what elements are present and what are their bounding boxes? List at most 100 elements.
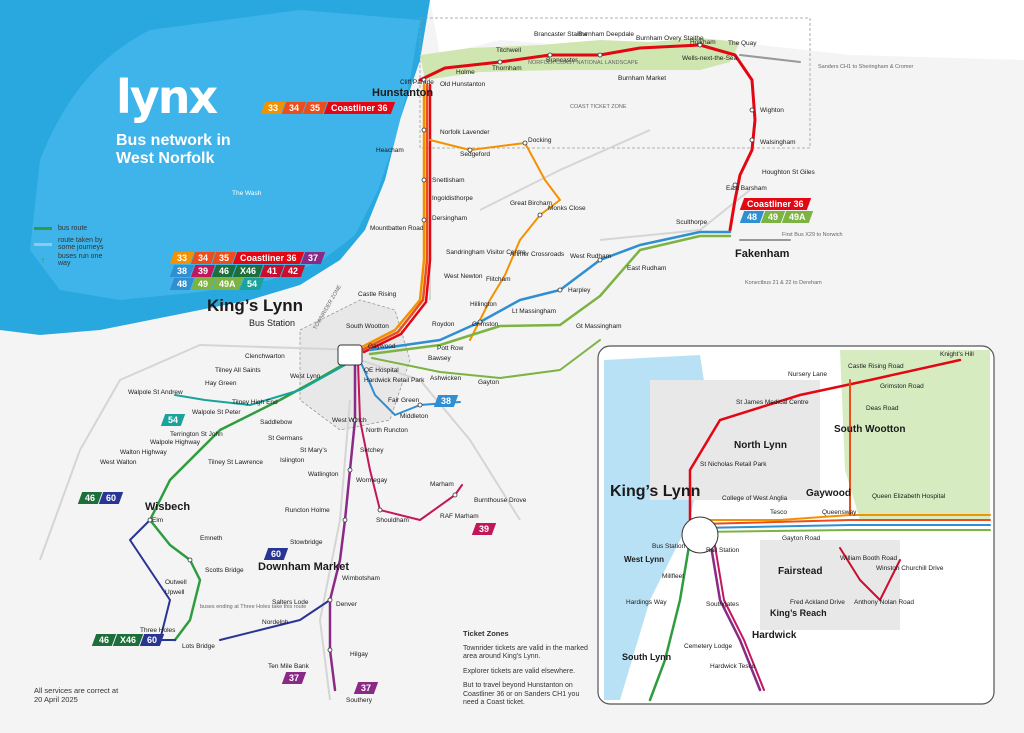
place-flitcham: Flitcham (486, 276, 511, 283)
route-38 (361, 364, 461, 416)
place-wimbotsham: Wimbotsham (342, 575, 380, 582)
inset-north-lynn: North Lynn (734, 440, 787, 451)
place-south-wootton: South Wootton (346, 323, 389, 330)
place-wisbech: Wisbech (145, 501, 190, 513)
place-three-holes: Three Holes (140, 627, 176, 634)
legend-label: bus route (58, 224, 88, 232)
place-brancaster-staithe: Brancaster Staithe (534, 31, 588, 38)
place-ten-mile-bank: Ten Mile Bank (268, 663, 310, 670)
inset-fred-ackland: Fred Ackland Drive (790, 599, 845, 606)
inset-gayton-road: Gayton Road (782, 535, 821, 542)
route-badge-60: 60 (98, 492, 124, 504)
inset-title: King’s Lynn (610, 483, 700, 500)
arrow-up-icon: ↑ (40, 255, 46, 265)
place-hunstanton: Hunstanton (372, 87, 433, 99)
inset-west-lynn: West Lynn (624, 555, 664, 564)
place-mountbatten: Mountbatten Road (370, 225, 424, 232)
badge-marham: 39 (471, 523, 497, 535)
inset-hardwick-tesco: Hardwick Tesco (710, 663, 756, 670)
inset-knights-hill: Knight’s Hill (940, 351, 974, 358)
place-denver: Denver (336, 601, 358, 608)
ticket-heading: Ticket Zones (463, 629, 509, 638)
place-sedgeford: Sedgeford (460, 151, 490, 158)
place-emneth: Emneth (200, 535, 223, 542)
place-anmer: Anmer Crossroads (510, 251, 565, 258)
place-norfolk-lavender: Norfolk Lavender (440, 129, 490, 136)
place-wighton: Wighton (760, 107, 784, 114)
route-badge-38: 38 (433, 395, 459, 407)
place-west-rudham: West Rudham (570, 253, 611, 260)
ticket-zones: Ticket Zones Townrider tickets are valid… (463, 629, 593, 714)
place-walpole-highway: Walpole Highway (150, 439, 201, 446)
place-scotts-bridge: Scotts Bridge (205, 567, 244, 574)
route-badge-x46: X46 (112, 634, 144, 646)
route-badge-coastliner-36: Coastliner 36 (232, 252, 304, 264)
badge-middleton: 38 (433, 395, 459, 407)
place-old-hunstanton: Old Hunstanton (440, 81, 486, 88)
inset-queensway: Queensway (822, 509, 857, 516)
inset-rail-station: Rail Station (706, 547, 740, 554)
note-sanders: Sanders CH1 to Sheringham & Cromer (818, 64, 914, 70)
route-badge-49a: 49A (781, 211, 813, 223)
label-the-wash: The Wash (232, 190, 262, 197)
inset-fairstead: Fairstead (778, 566, 822, 577)
place-sculthorpe: Sculthorpe (676, 219, 707, 226)
place-titchwell: Titchwell (496, 47, 522, 54)
place-harpley: Harpley (568, 287, 591, 294)
inset-southgates: Southgates (706, 601, 740, 608)
inset-st-nicholas: St Nicholas Retail Park (700, 461, 767, 468)
place-islington: Islington (280, 457, 305, 464)
place-runcton-holme: Runcton Holme (285, 507, 330, 514)
inset-william-booth: William Booth Road (840, 555, 897, 562)
place-bawsey: Bawsey (428, 355, 452, 362)
label-aonb: NORFOLK COAST NATIONAL LANDSCAPE (528, 60, 639, 66)
inset-nursery-lane: Nursery Lane (788, 371, 827, 378)
place-qe-hospital: QE Hospital (364, 367, 399, 374)
place-ingoldisthorpe: Ingoldisthorpe (432, 195, 473, 202)
map-title: Bus network in West Norfolk (116, 132, 231, 167)
place-southery: Southery (346, 697, 373, 704)
place-middleton: Middleton (400, 413, 429, 420)
place-stowbridge: Stowbridge (290, 539, 323, 546)
route-badge-49a: 49A (211, 278, 243, 290)
ticket-p2: Explorer tickets are valid elsewhere. (463, 667, 576, 675)
inset-hardings-way: Hardings Way (626, 599, 667, 606)
place-ashwicken: Ashwicken (430, 375, 461, 382)
route-badge-39: 39 (471, 523, 497, 535)
place-shouldham: Shouldham (376, 517, 409, 524)
place-hay-green: Hay Green (205, 380, 237, 387)
badge-walpole: 54 (160, 414, 186, 426)
place-fair-green: Fair Green (388, 397, 419, 404)
inset-college: College of West Anglia (722, 495, 788, 502)
place-walsingham: Walsingham (760, 139, 796, 146)
place-wormegay: Wormegay (356, 477, 388, 484)
stops (147, 42, 755, 653)
place-burnham-market: Burnham Market (618, 75, 666, 82)
route-badge-37: 37 (353, 682, 379, 694)
legend-swatch-route (34, 226, 52, 230)
inset-south-wootton: South Wootton (834, 424, 905, 435)
place-walpole-st-andrew: Walpole St Andrew (128, 389, 183, 396)
place-cliff-parade: Cliff Parade (400, 79, 434, 86)
inset-castle-rising-road: Castle Rising Road (848, 363, 904, 370)
place-setchey: Setchey (360, 447, 384, 454)
route-badge-x46: X46 (232, 265, 264, 277)
inset-bus-station: Bus Station (652, 543, 686, 550)
place-tilney-all-saints: Tilney All Saints (215, 367, 261, 374)
inset-gaywood: Gaywood (806, 488, 851, 499)
inset-winston-churchill: Winston Churchill Drive (876, 565, 944, 572)
route-36-coast (418, 43, 757, 232)
route-49 (368, 234, 732, 356)
place-great-bircham: Great Bircham (510, 200, 552, 207)
route-badge-42: 42 (280, 265, 306, 277)
legend-label: buses run one way (58, 253, 103, 267)
kings-lynn-subtitle: Bus Station (249, 318, 296, 328)
place-burnham-deepdale: Burnham Deepdale (578, 31, 634, 38)
route-badge-60: 60 (263, 548, 289, 560)
place-raf-marham: RAF Marham (440, 513, 479, 520)
